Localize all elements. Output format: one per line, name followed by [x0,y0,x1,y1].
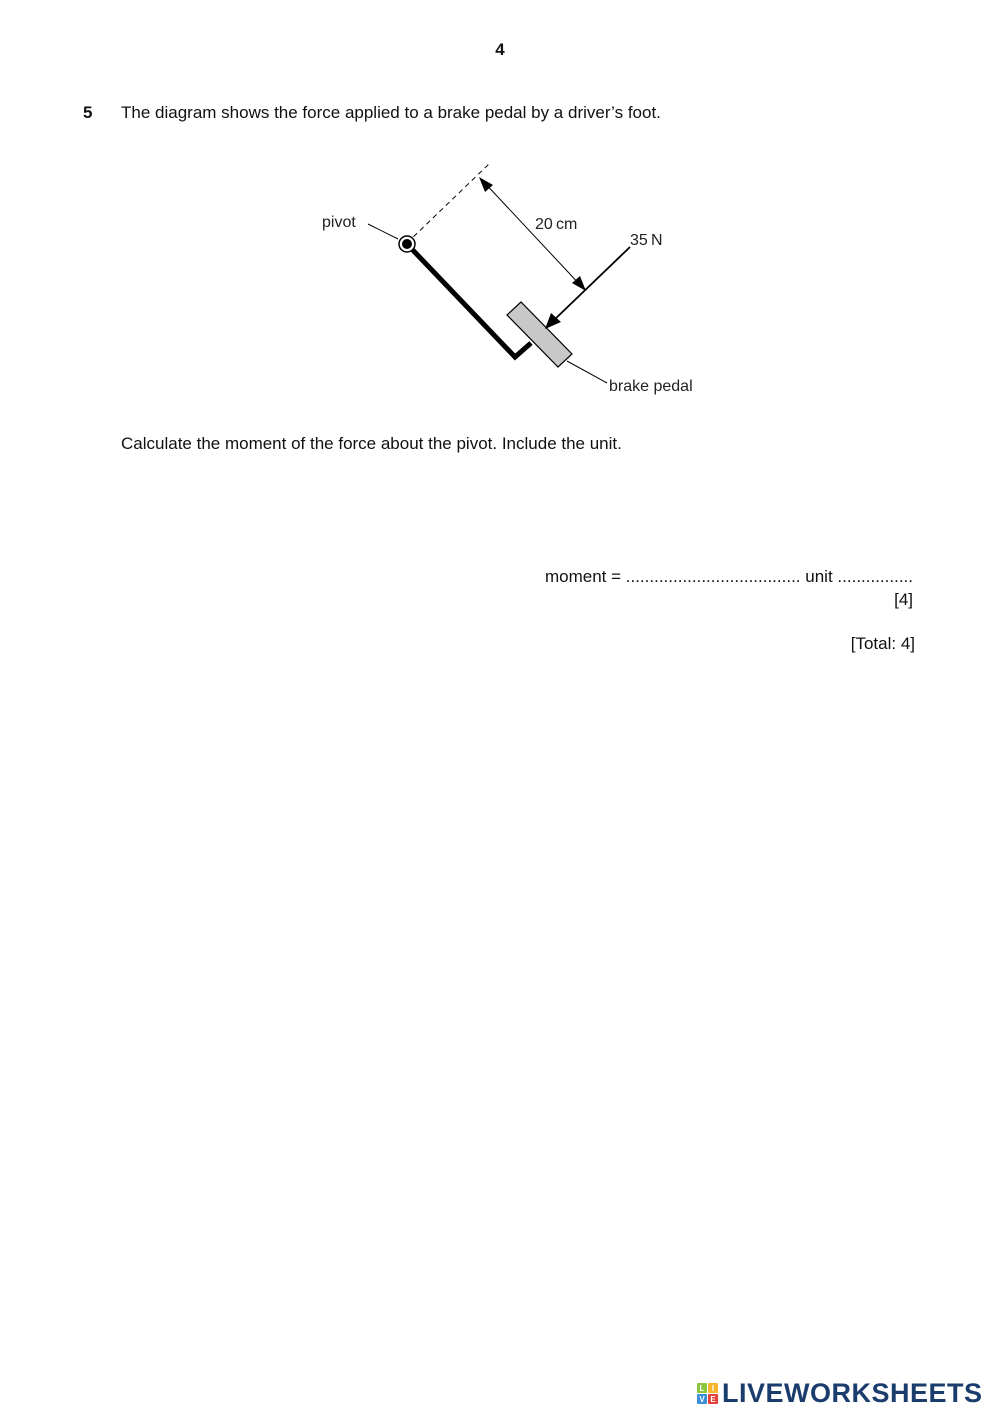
force-arrowhead [545,313,561,329]
unit-answer-field[interactable]: ................ [837,567,913,586]
brand-name: LIVEWORKSHEETS [722,1378,983,1408]
pedal-lever-arm [405,242,533,361]
brake-pedal-shape [506,301,573,368]
distance-label: 20 cm [535,216,577,233]
force-arrow-line [552,246,631,322]
total-marks: [Total: 4] [850,634,915,653]
question-stem: The diagram shows the force applied to a… [121,103,661,122]
unit-label: unit [805,567,833,586]
question-number: 5 [83,103,93,122]
brake-pedal-diagram: pivot 20 cm 35 N brake pedal [322,162,693,395]
marks-allocation: [4] [894,590,913,609]
dimension-arrowhead-top [479,177,493,192]
pedal-leader-line [566,360,608,384]
dimension-arrowhead-bottom [572,276,586,291]
moment-label: moment = [544,567,622,586]
dashed-reference-line [406,162,491,244]
pivot-label: pivot [322,214,356,231]
brake-pedal-label: brake pedal [609,378,693,395]
pivot-leader-line [367,223,399,240]
answer-line: moment = ...............................… [545,567,913,587]
question-instruction: Calculate the moment of the force about … [121,434,622,453]
liveworksheets-logo: L I V E LIVEWORKSHEETS [697,1378,983,1409]
moment-answer-field[interactable]: ..................................... [625,567,801,586]
page-number: 4 [495,40,505,59]
distance-dimension-line [481,179,584,289]
logo-blocks-icon: L I V E [697,1383,718,1404]
force-label: 35 N [630,232,663,249]
